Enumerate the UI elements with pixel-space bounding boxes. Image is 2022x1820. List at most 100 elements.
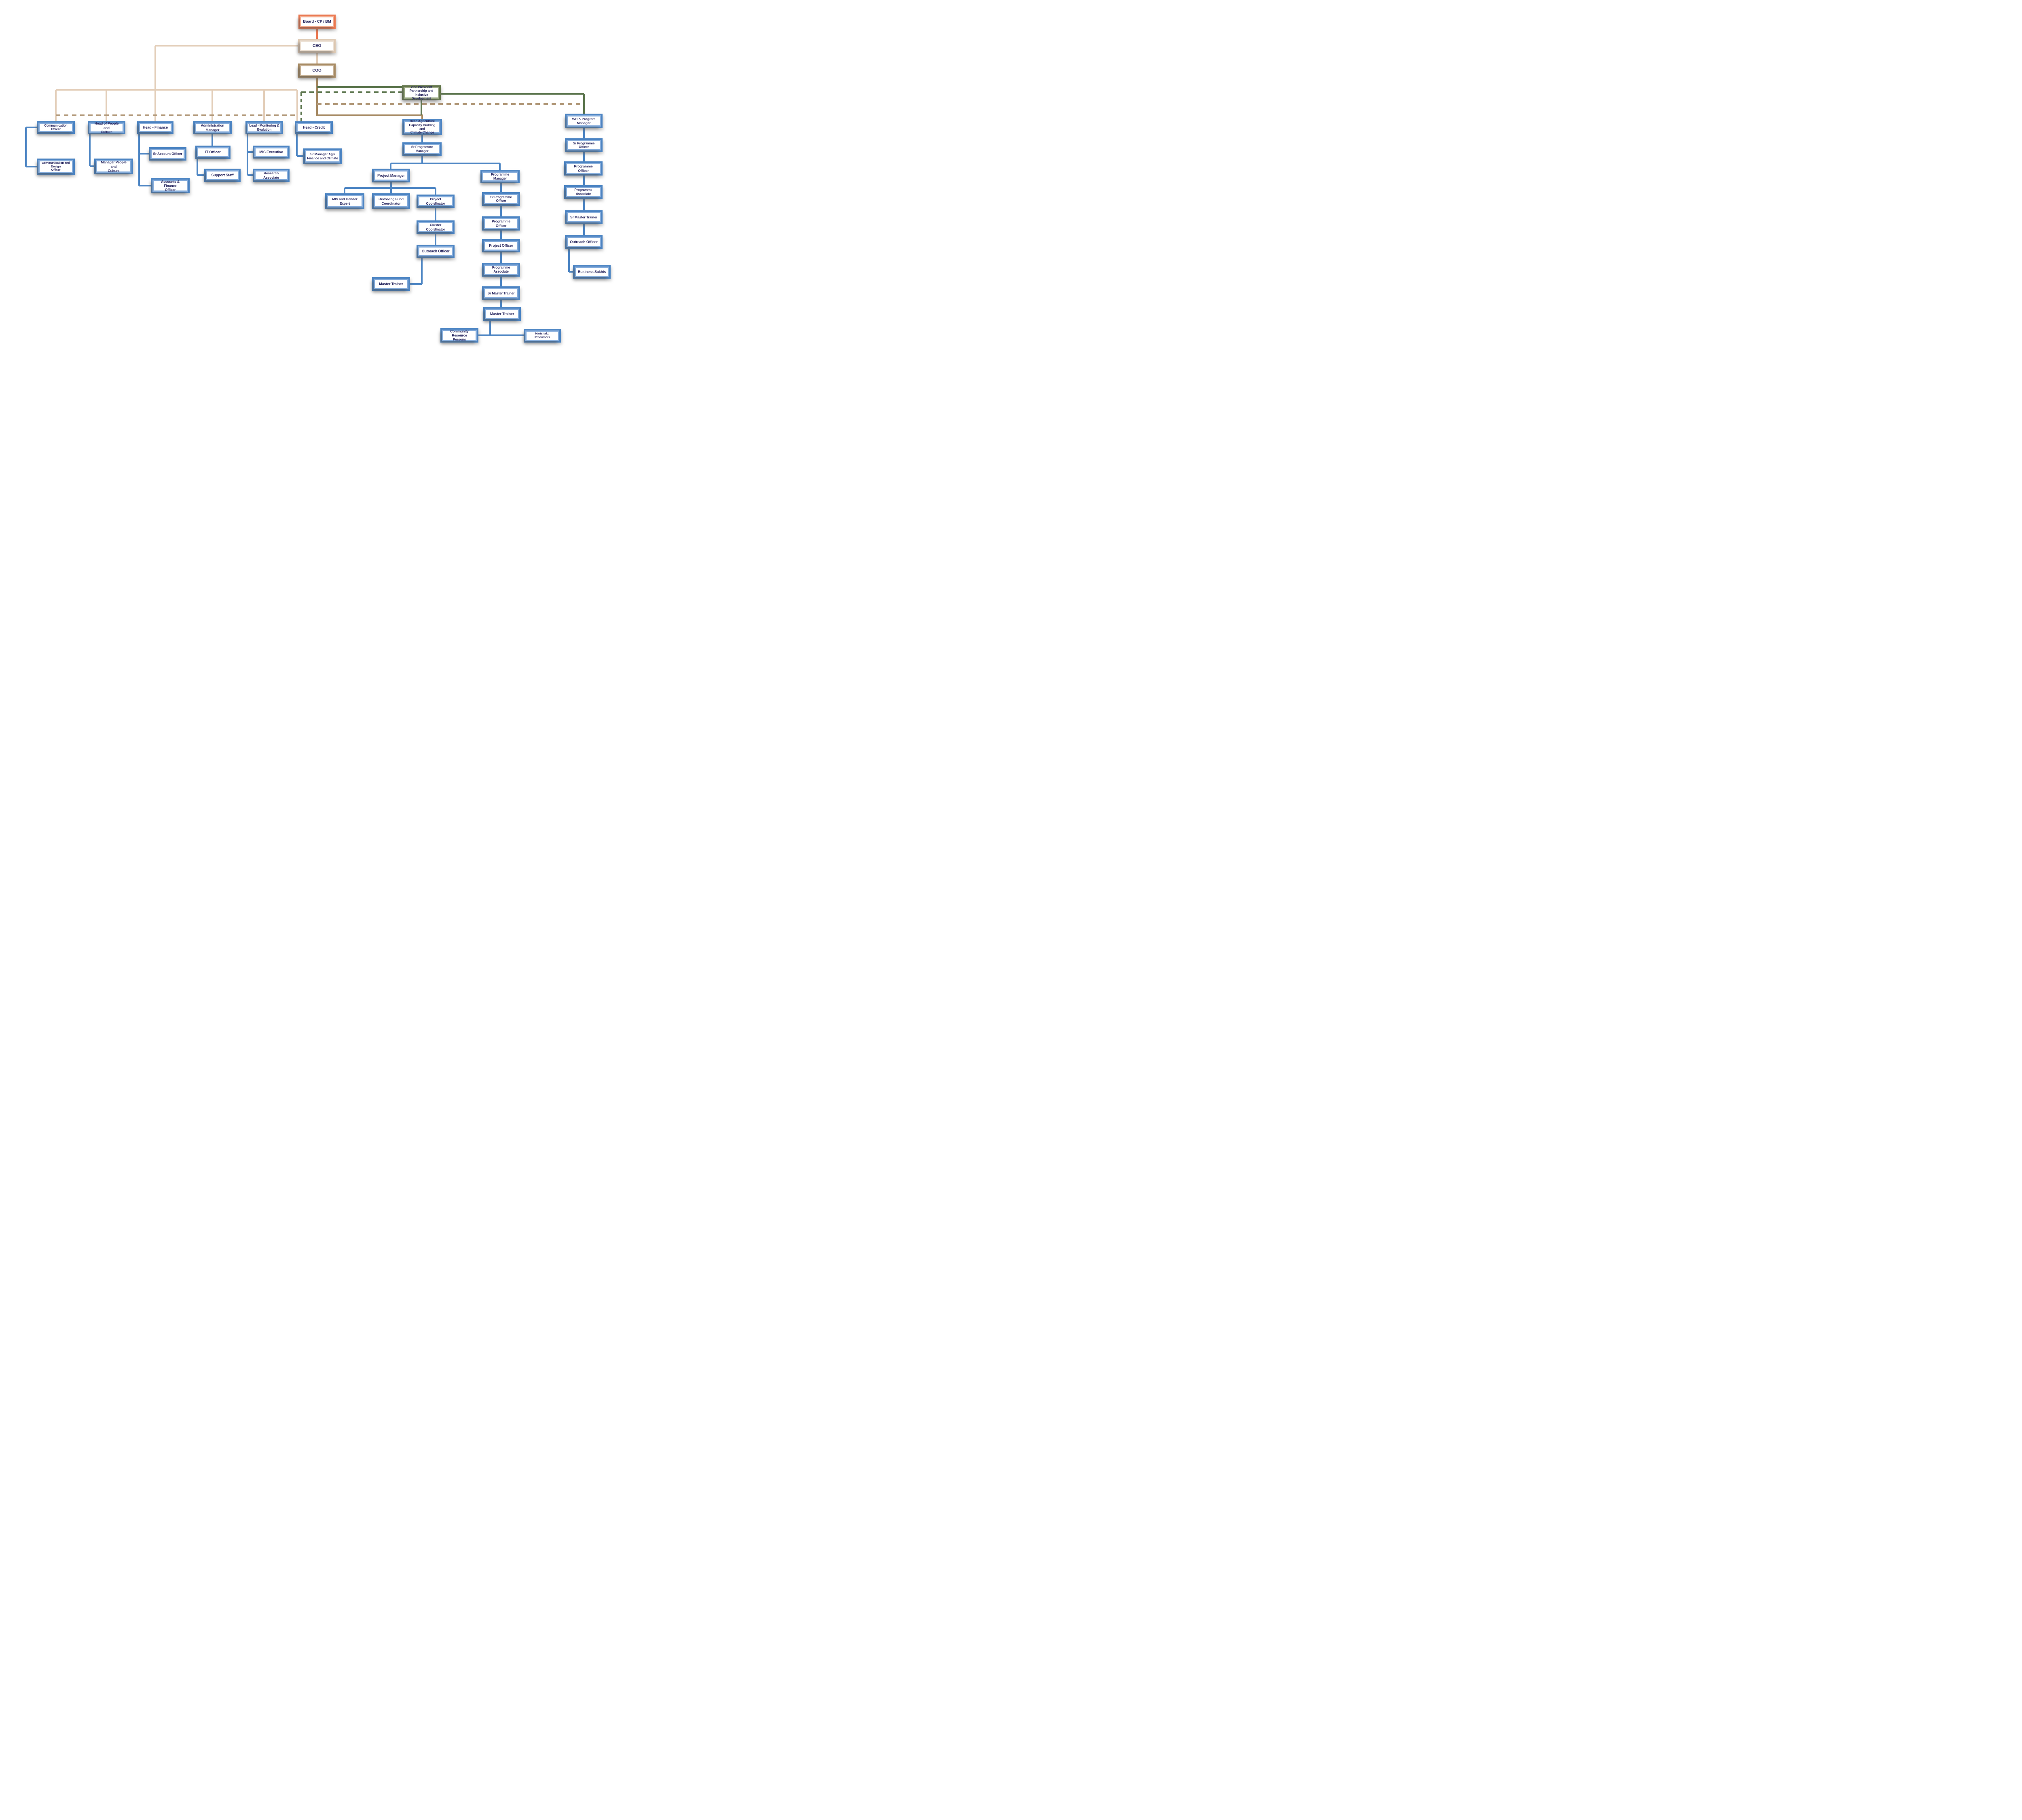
node-label: Sr Master Trainer [487, 291, 515, 295]
connector-segment [499, 163, 501, 170]
connector-segment [390, 182, 392, 188]
node-panel: Support Staff [206, 170, 239, 180]
connector-segment [247, 151, 253, 153]
connector-segment [197, 174, 204, 176]
connector-segment [568, 249, 570, 272]
node-label: Head - Credit [302, 125, 325, 130]
node-label: Business Sakhis [577, 269, 606, 274]
node-panel: Business Sakhis [575, 267, 609, 277]
node-wep-outreach-officer: Outreach Officer [565, 235, 603, 249]
node-panel: MIS and Gender Expert [327, 195, 363, 207]
node-label: Board - CP / BM [303, 19, 331, 24]
node-panel: Outreach Officer [418, 246, 453, 256]
node-panel: Programme Manager [482, 171, 518, 182]
node-panel: Lead - Monitoring & Evalution [247, 123, 281, 133]
node-research-associate: Research Associate [253, 169, 290, 182]
node-sr-programme-officer: Sr Programme Officer [482, 192, 520, 206]
node-label: Programme Associate [574, 188, 592, 196]
node-panel: Cluster Coordinator [418, 222, 453, 232]
node-project-coordinator: Project Coordinator [417, 195, 455, 208]
node-project-officer: Project Officer [482, 239, 520, 252]
connector-segment [583, 94, 585, 114]
node-label: Head Agriculture Capacity Building and C… [409, 119, 436, 135]
node-panel: IT Officer [197, 147, 229, 157]
node-label: Programme Associate [492, 266, 510, 273]
connector-segment [263, 90, 265, 121]
connector-segment [344, 188, 345, 193]
node-panel: Project Officer [484, 241, 518, 251]
node-ceo: CEO [298, 39, 336, 53]
node-panel: Outreach Officer [567, 237, 601, 247]
connector-segment [212, 90, 213, 121]
node-label: Sr Programme Manager [411, 145, 433, 153]
node-panel: Master Trainer [374, 279, 408, 289]
node-master-trainer-right: Master Trainer [483, 307, 521, 321]
connector-segment [212, 134, 213, 146]
connector-segment [26, 166, 37, 167]
node-label: Head - Finance [143, 125, 168, 130]
node-label: Outreach Officer [421, 249, 450, 254]
node-panel: Sr Programme Officer [484, 194, 518, 204]
connector-segment [139, 153, 149, 154]
node-project-manager: Project Manager [372, 169, 410, 182]
node-programme-manager: Programme Manager [480, 170, 520, 183]
node-label: Accounts & Finance Officer [161, 179, 180, 192]
connector-segment [317, 86, 402, 88]
node-label: MIS and Gender Expert [332, 197, 357, 205]
node-mis-executive: MIS Executive [253, 146, 290, 159]
connector-segment [56, 114, 296, 116]
node-panel: Head of People and Culture [89, 121, 124, 134]
node-label: Project Coordinator [426, 197, 445, 205]
node-panel: Programme Officer [484, 218, 518, 229]
node-lead-monitoring: Lead - Monitoring & Evalution [245, 121, 283, 134]
connector-segment [154, 46, 156, 90]
node-label: Project Officer [489, 243, 513, 248]
node-head-credit: Head - Credit [295, 121, 333, 134]
connector-segment [138, 134, 140, 186]
node-sr-manager-agri: Sr Manager Agri Finance and Climate [303, 148, 342, 164]
node-panel: COO [300, 65, 334, 76]
node-panel: Sr Account Officer [150, 149, 185, 159]
node-panel: Sr Manager Agri Finance and Climate [305, 150, 340, 163]
connector-segment [421, 135, 423, 142]
connector-segment [247, 134, 248, 175]
connector-segment [441, 93, 584, 95]
node-panel: Communication Officer [38, 123, 73, 132]
node-label: Sr Manager Agri Finance and Climate [307, 152, 338, 160]
node-panel: Sr Master Trainer [567, 212, 601, 222]
connector-segment [569, 271, 573, 273]
node-label: Narishakti Precursors [534, 332, 550, 339]
connector-segment [435, 188, 436, 195]
node-wep-programme-officer: Programme Officer [564, 161, 603, 176]
node-label: Cluster Coordinator [426, 223, 445, 231]
node-panel: Head - Credit [296, 123, 331, 132]
connector-segment [435, 234, 436, 245]
node-label: Sr Master Trainer [570, 215, 597, 219]
connector-segment [316, 78, 318, 116]
node-sr-account-officer: Sr Account Officer [149, 147, 186, 161]
connector-segment [316, 53, 318, 63]
node-label: Head of People and Culture [94, 121, 119, 134]
connector-segment [489, 321, 491, 335]
connector-segment [55, 90, 57, 121]
connector-segment [345, 187, 436, 189]
connector-segment [583, 224, 585, 235]
node-label: Sr Programme Officer [490, 195, 512, 203]
node-label: Vice President Partnership and Inclusive… [409, 85, 434, 100]
node-label: Communication Officer [44, 123, 68, 131]
node-head-agri: Head Agriculture Capacity Building and C… [402, 119, 442, 135]
connector-segment [106, 90, 107, 121]
node-coo: COO [298, 63, 336, 78]
node-label: CEO [312, 43, 321, 48]
connector-segment [139, 185, 151, 186]
connector-segment [421, 115, 423, 119]
node-label: IT Officer [205, 150, 221, 154]
node-panel: Administration Manager [195, 123, 230, 133]
node-panel: Project Coordinator [418, 196, 453, 206]
node-panel: Research Associate [254, 170, 288, 180]
connector-segment [247, 174, 253, 176]
node-wep-program-manager: WEP- Program Manager [565, 114, 603, 128]
connector-segment [500, 206, 502, 216]
connector-segment [296, 90, 298, 121]
connector-segment [25, 127, 27, 167]
